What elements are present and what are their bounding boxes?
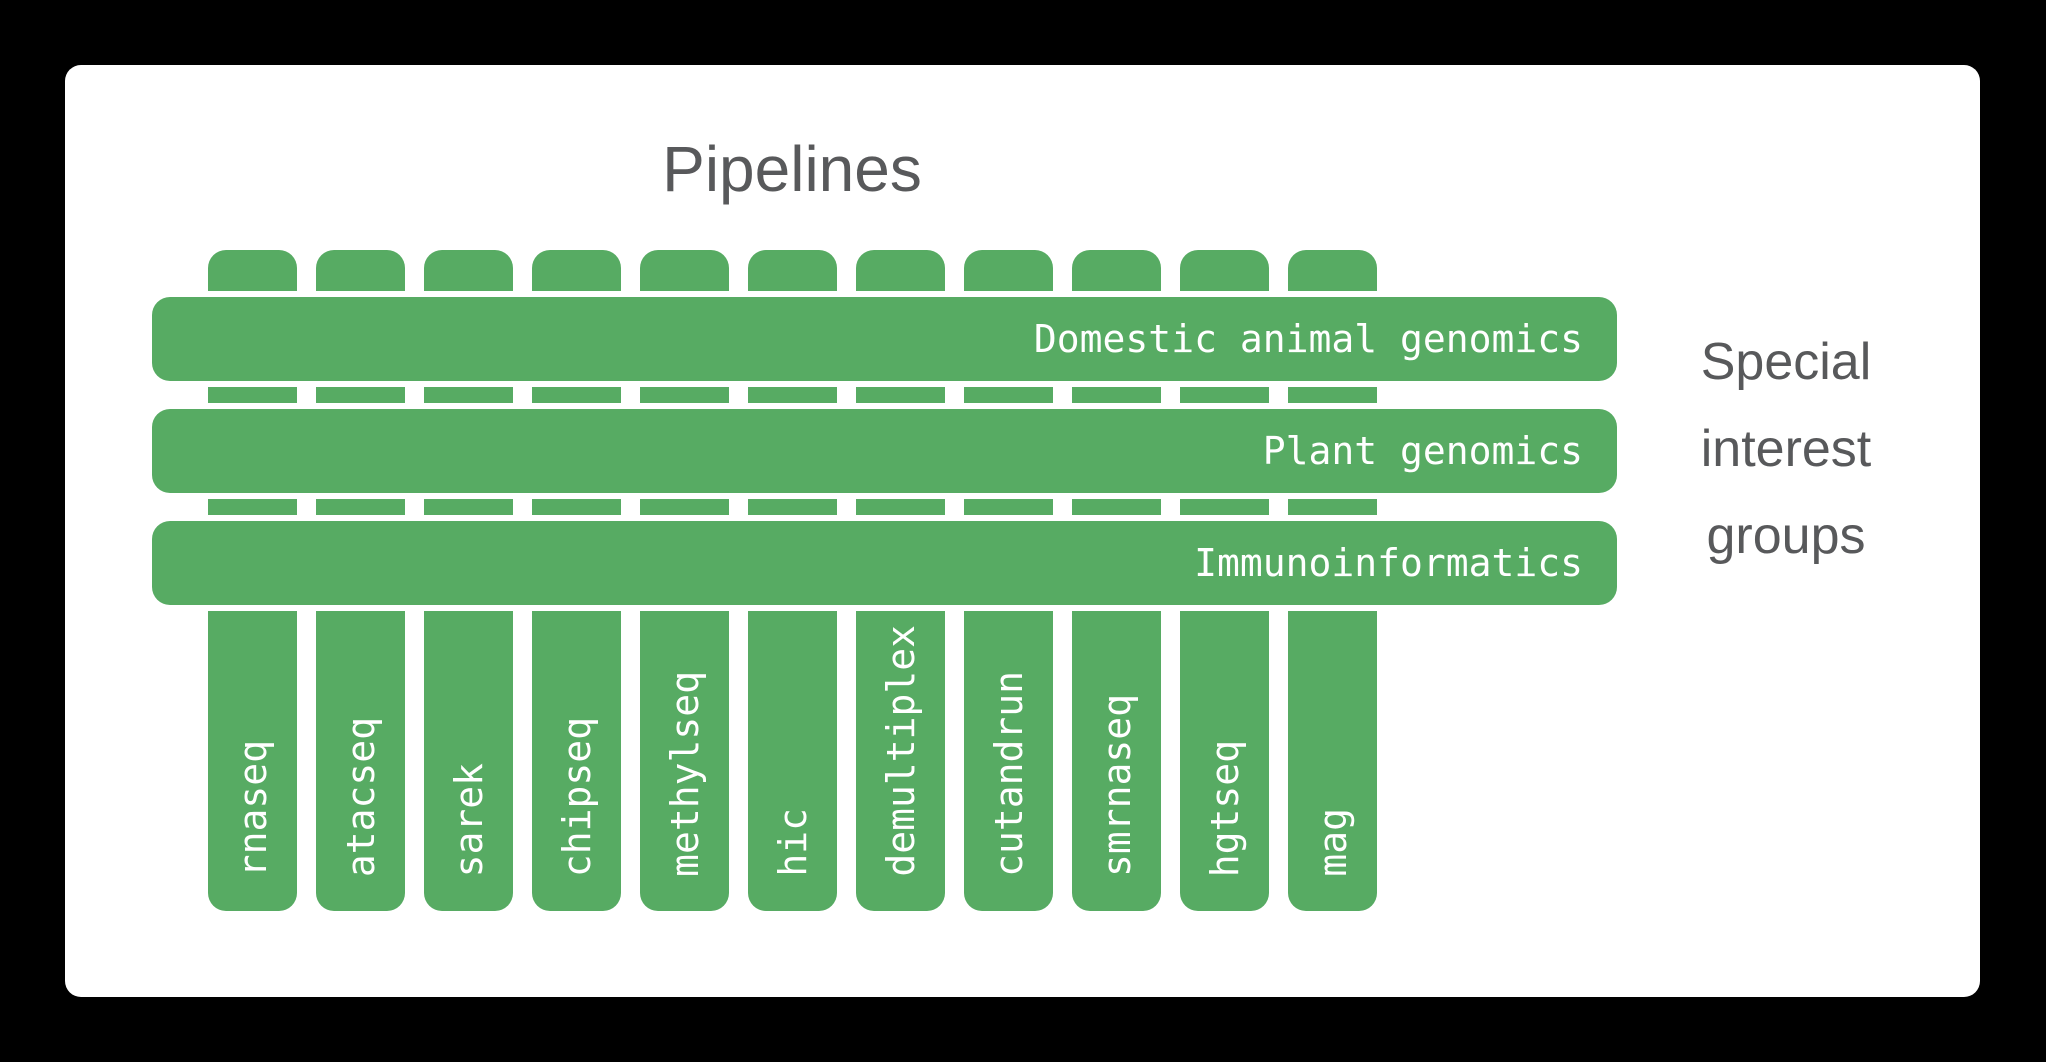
interest-group-label: Domestic animal genomics	[1033, 317, 1583, 361]
interest-group-bar-3: Immunoinformatics	[152, 521, 1617, 605]
pipeline-label: mag	[1310, 808, 1355, 877]
side-label-line-2: interest	[1700, 420, 1872, 478]
pipeline-label: rnaseq	[230, 739, 275, 877]
interest-group-bar-1: Domestic animal genomics	[152, 297, 1617, 381]
special-interest-groups-title: Special interest groups	[1626, 319, 1946, 580]
pipeline-label: chipseq	[554, 716, 599, 877]
interest-group-label: Plant genomics	[1262, 429, 1583, 473]
pipelines-title: Pipelines	[662, 133, 922, 205]
pipeline-label: methylseq	[662, 671, 707, 877]
interest-group-label: Immunoinformatics	[1194, 541, 1583, 585]
pipeline-label: sarek	[446, 762, 491, 877]
pipeline-label: hgtseq	[1202, 739, 1247, 877]
pipeline-label: atacseq	[338, 716, 383, 877]
pipeline-label: smrnaseq	[1094, 693, 1139, 877]
side-label-line-3: groups	[1706, 507, 1866, 565]
pipeline-label: cutandrun	[986, 671, 1031, 877]
diagram-card: Pipelines rnaseq atacseq sarek chipseq methy…	[65, 65, 1980, 997]
pipeline-label: demultiplex	[878, 625, 923, 877]
interest-group-bar-2: Plant genomics	[152, 409, 1617, 493]
side-label-line-1: Special	[1700, 333, 1872, 391]
pipeline-label: hic	[770, 808, 815, 877]
